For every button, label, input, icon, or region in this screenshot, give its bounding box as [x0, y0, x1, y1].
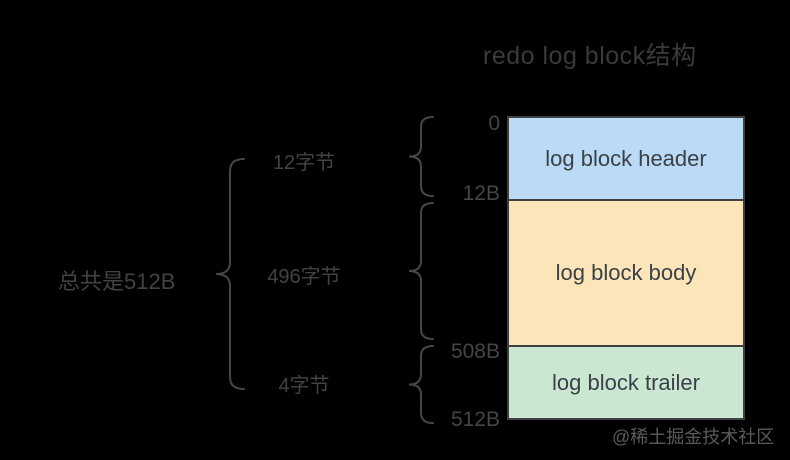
- watermark: @稀土掘金技术社区: [612, 427, 775, 447]
- offset-label-512b: 512B: [450, 408, 500, 431]
- offset-label-508b: 508B: [450, 340, 500, 363]
- log-block-header-section: log block header: [509, 118, 743, 199]
- log-block-body-label: log block body: [555, 260, 697, 285]
- offset-label-12b: 12B: [462, 182, 500, 205]
- diagram-title: redo log block结构: [483, 42, 697, 70]
- log-block-header-label: log block header: [545, 145, 707, 171]
- offset-label-0: 0: [488, 112, 500, 135]
- body-brace: [408, 202, 434, 340]
- log-block-stack: log block header log block body log bloc…: [507, 116, 745, 420]
- total-brace: [215, 158, 245, 390]
- log-block-trailer-label: log block trailer: [552, 369, 700, 395]
- log-block-trailer-section: log block trailer: [509, 345, 743, 418]
- body-size-label: 496字节: [267, 266, 341, 288]
- header-size-label: 12字节: [272, 152, 336, 174]
- trailer-size-label: 4字节: [278, 375, 330, 397]
- total-size-label: 总共是512B: [58, 269, 176, 294]
- log-block-body-section: log block body: [509, 199, 743, 345]
